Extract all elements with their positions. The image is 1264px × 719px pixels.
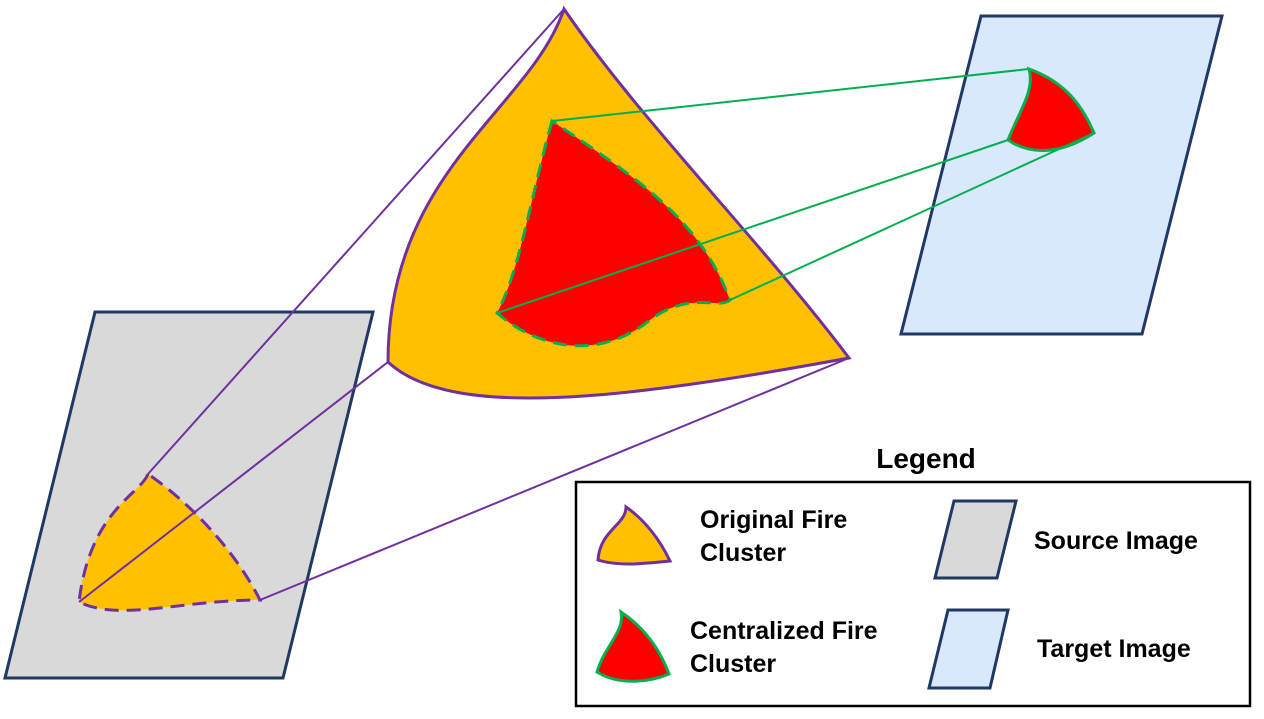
legend-original-fire-cluster-icon	[596, 504, 673, 566]
projection-line-green	[729, 132, 1095, 301]
source-image	[3, 310, 375, 680]
legend-box	[574, 480, 1252, 708]
projection-line-green	[551, 68, 1030, 122]
legend-centralized-fire-cluster-label: Centralized Fire Cluster	[690, 617, 885, 678]
legend-target-image-label: Target Image	[1037, 635, 1191, 663]
legend-source-image-label: Source Image	[1034, 527, 1198, 555]
projection-line-green	[496, 139, 1009, 314]
legend-centralized-fire-cluster-icon	[595, 608, 671, 683]
legend-source-image-icon	[933, 499, 1018, 580]
projection-line-purple	[259, 357, 850, 601]
legend-target-image-icon	[927, 608, 1010, 690]
target-centralized-fire-cluster	[1006, 66, 1096, 152]
projection-line-purple	[147, 8, 565, 475]
target-image	[899, 14, 1224, 336]
magnified-centralized-fire-cluster	[495, 118, 732, 348]
projection-line-purple	[78, 361, 389, 603]
source-original-fire-cluster	[77, 471, 263, 612]
legend-title: Legend	[876, 443, 976, 474]
legend-original-fire-cluster-label: Original Fire Cluster	[700, 506, 854, 567]
